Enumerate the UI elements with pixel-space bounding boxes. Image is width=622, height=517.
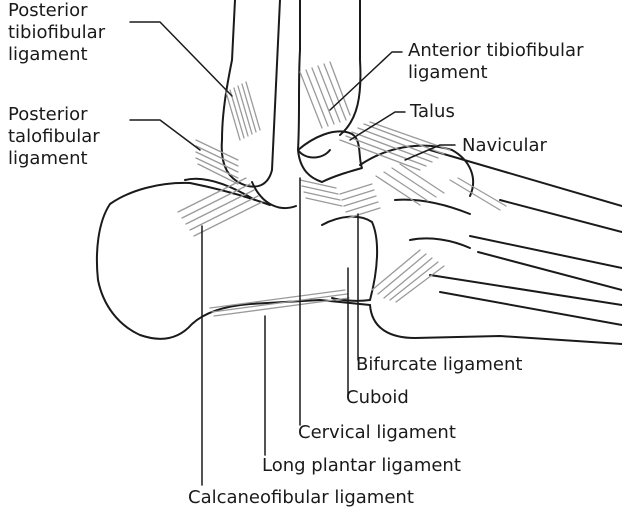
calcaneus-bone: [97, 183, 370, 339]
label-anterior-tibiofibular-line2: ligament: [408, 62, 584, 84]
label-long-plantar: Long plantar ligament: [262, 455, 461, 477]
label-bifurcate: Bifurcate ligament: [356, 354, 522, 376]
forefoot-plantar: [370, 305, 622, 344]
label-anterior-tibiofibular-line1: Anterior tibiofibular: [408, 40, 584, 62]
tibia-malleolus: [298, 150, 330, 158]
label-posterior-tibiofibular-line1: Posterior: [8, 0, 105, 22]
label-calcaneofibular: Calcaneofibular ligament: [188, 487, 414, 509]
metatarsal-2: [470, 236, 622, 268]
label-posterior-tibiofibular: Posterior tibiofibular ligament: [8, 0, 105, 66]
leader-posterior-talofibular: [130, 120, 200, 150]
label-posterior-talofibular-line3: ligament: [8, 148, 100, 170]
metatarsal-1-lower: [500, 200, 622, 232]
ligament-posterior-tibiofibular: [226, 82, 260, 140]
label-talus: Talus: [410, 101, 455, 123]
metatarsal-5-lower: [440, 292, 622, 325]
label-posterior-tibiofibular-line3: ligament: [8, 44, 105, 66]
leader-anterior-tibiofibular: [330, 52, 402, 110]
label-posterior-tibiofibular-line2: tibiofibular: [8, 22, 105, 44]
label-posterior-talofibular-line2: talofibular: [8, 126, 100, 148]
leader-lines: [130, 22, 455, 485]
ligament-dorsal-midfoot: [376, 164, 506, 210]
label-posterior-talofibular-line1: Posterior: [8, 104, 100, 126]
ligaments: [178, 62, 506, 316]
label-navicular: Navicular: [462, 135, 547, 157]
metatarsal-2-lower: [478, 252, 622, 290]
label-cuboid: Cuboid: [346, 387, 409, 409]
ligament-bifurcate: [340, 184, 380, 218]
label-posterior-talofibular: Posterior talofibular ligament: [8, 104, 100, 170]
ligament-long-plantar: [210, 290, 349, 316]
leader-navicular: [405, 145, 455, 160]
label-anterior-tibiofibular: Anterior tibiofibular ligament: [408, 40, 584, 84]
cuneiforms: [395, 200, 470, 248]
ligament-cervical: [300, 180, 342, 206]
label-cervical: Cervical ligament: [298, 422, 456, 444]
metatarsal-5: [430, 275, 622, 305]
cuboid-bone: [322, 217, 377, 301]
leader-posterior-tibiofibular: [130, 22, 232, 96]
ligament-anterior-tibiofibular: [300, 62, 350, 128]
